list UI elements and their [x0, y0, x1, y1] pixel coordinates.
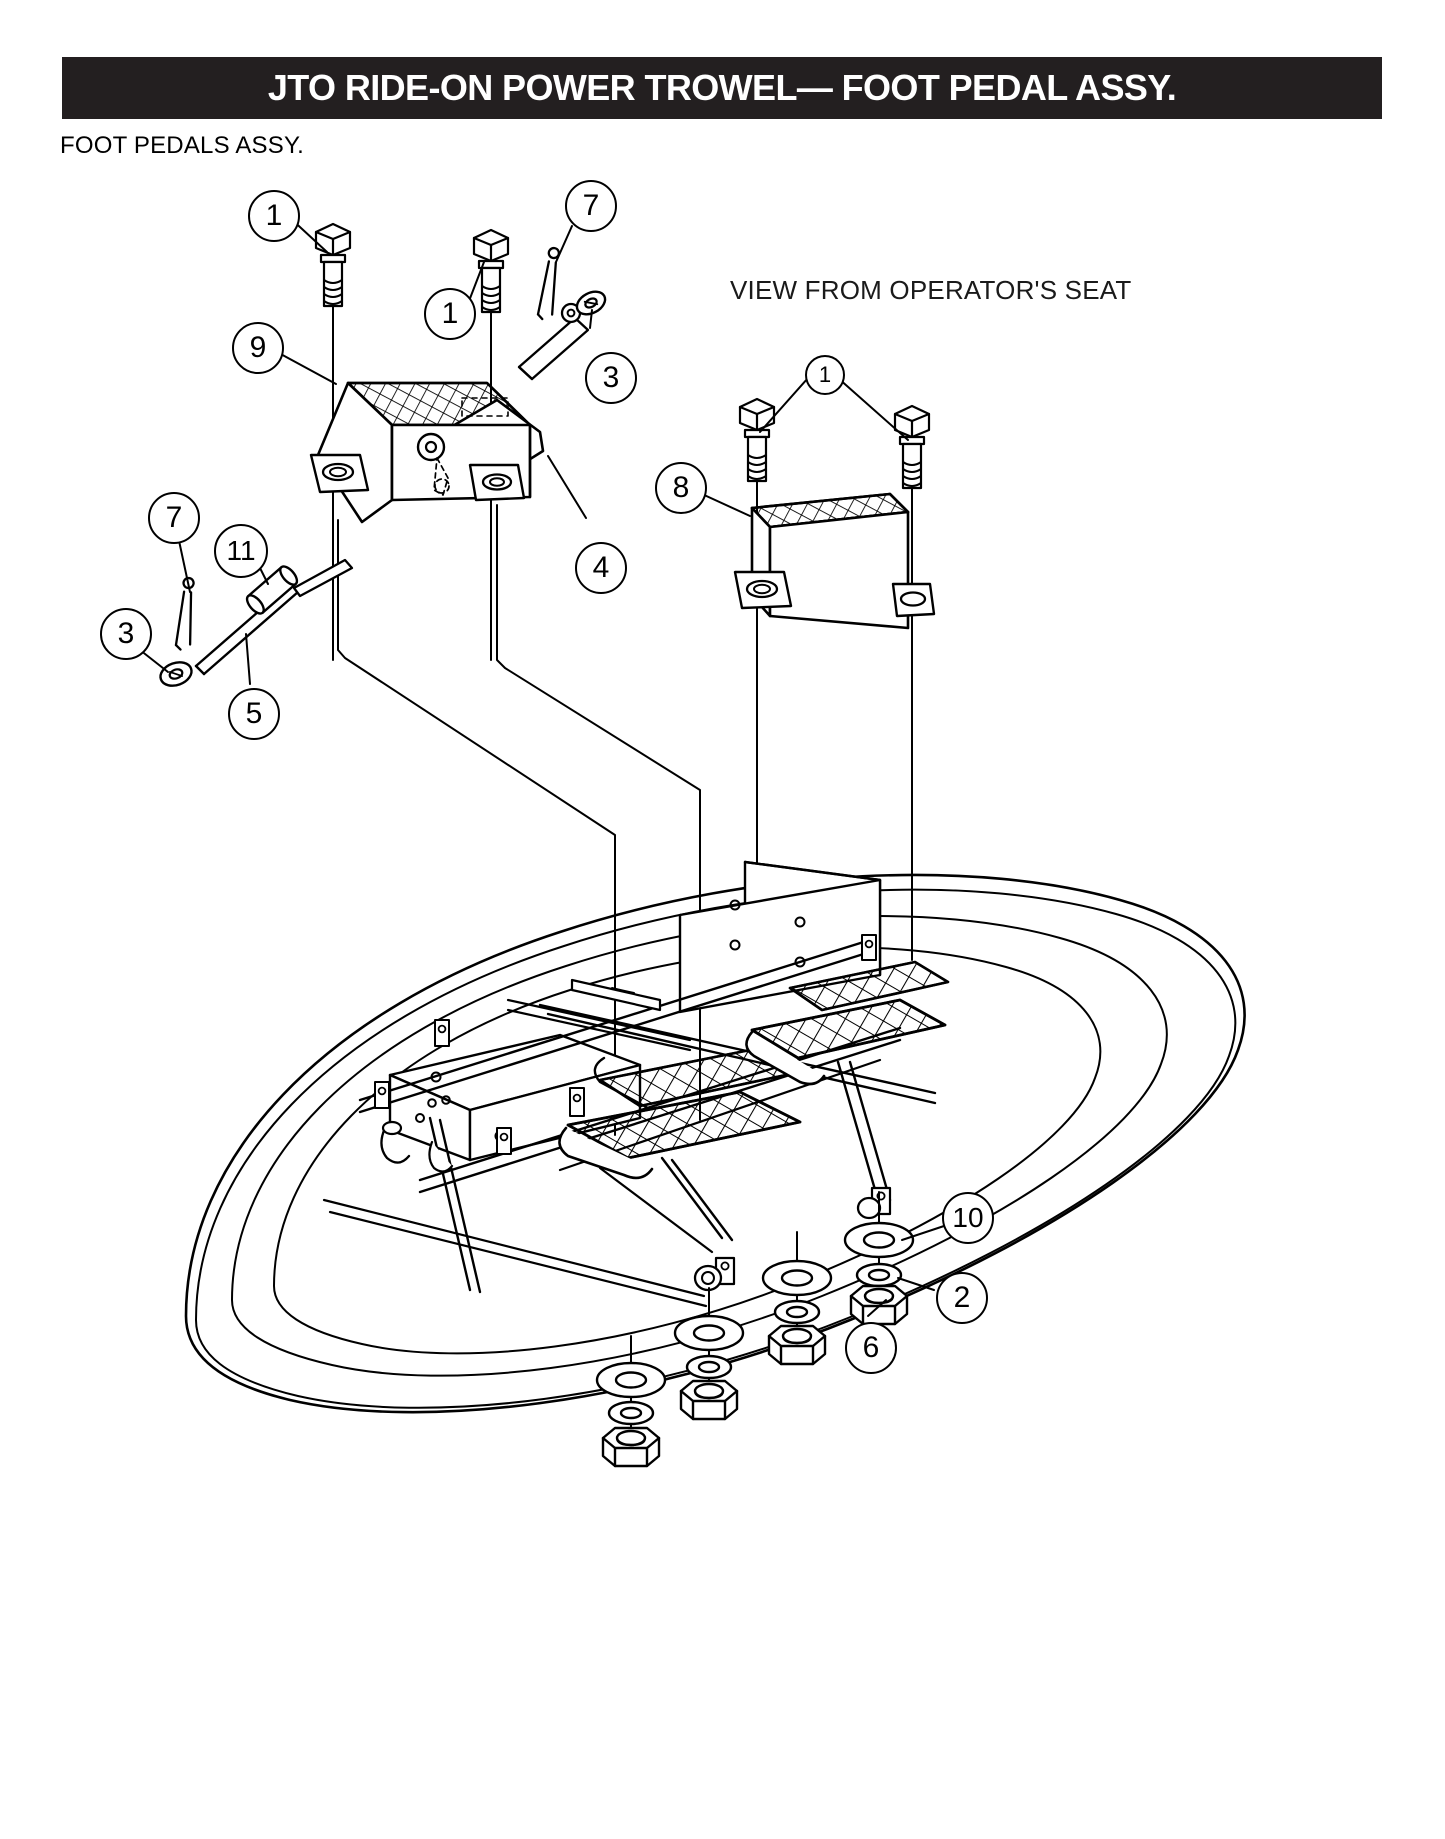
hex-bolt-right-b	[893, 404, 931, 490]
title-bar: JTO RIDE-ON POWER TROWEL— FOOT PEDAL ASS…	[62, 57, 1382, 119]
subtitle: FOOT PEDALS ASSY.	[60, 132, 304, 159]
leader-2	[897, 1277, 935, 1291]
leader-7b	[177, 535, 191, 593]
cotter-pin-lower	[174, 576, 199, 652]
callout-balloon-1-mid[interactable]: 1	[424, 288, 476, 340]
hex-bolt-left	[314, 222, 352, 308]
callout-balloon-5[interactable]: 5	[228, 688, 280, 740]
flat-washer-upper	[575, 290, 607, 316]
hex-bolt-right-a	[738, 397, 776, 483]
flat-washer-lower	[159, 661, 193, 687]
callout-balloon-9[interactable]: 9	[232, 322, 284, 374]
leader-9	[276, 351, 337, 385]
callout-balloon-11[interactable]: 11	[214, 524, 268, 578]
callout-balloon-4[interactable]: 4	[575, 542, 627, 594]
view-from-operators-seat-note: VIEW FROM OPERATOR'S SEAT	[730, 275, 1132, 305]
callout-balloon-7-upper[interactable]: 7	[565, 180, 617, 232]
callout-balloon-10[interactable]: 10	[942, 1192, 994, 1244]
callout-balloon-8[interactable]: 8	[655, 462, 707, 514]
leader-10	[901, 1225, 945, 1241]
leader-7a	[555, 225, 573, 263]
leader-8	[701, 493, 751, 517]
callout-balloon-3-lower[interactable]: 3	[100, 608, 152, 660]
callout-balloon-2[interactable]: 2	[936, 1272, 988, 1324]
callout-balloon-3-upper[interactable]: 3	[585, 352, 637, 404]
lock-washer-stack	[855, 1262, 903, 1288]
leader-1c-left	[759, 377, 809, 433]
leader-3b	[139, 649, 169, 673]
callout-balloon-6[interactable]: 6	[845, 1322, 897, 1374]
page-title: JTO RIDE-ON POWER TROWEL— FOOT PEDAL ASS…	[267, 67, 1177, 108]
leader-4	[547, 455, 587, 519]
callout-balloon-1-left[interactable]: 1	[248, 190, 300, 242]
callout-balloon-7-lower[interactable]: 7	[148, 492, 200, 544]
leader-1c-right	[837, 377, 909, 441]
leader-3a	[589, 309, 593, 329]
leader-5	[245, 633, 251, 685]
leader-6	[867, 1299, 887, 1317]
callout-balloon-1-right[interactable]: 1	[805, 355, 845, 395]
spacer-sleeve	[245, 565, 299, 615]
hex-bolt-mid	[472, 228, 510, 314]
